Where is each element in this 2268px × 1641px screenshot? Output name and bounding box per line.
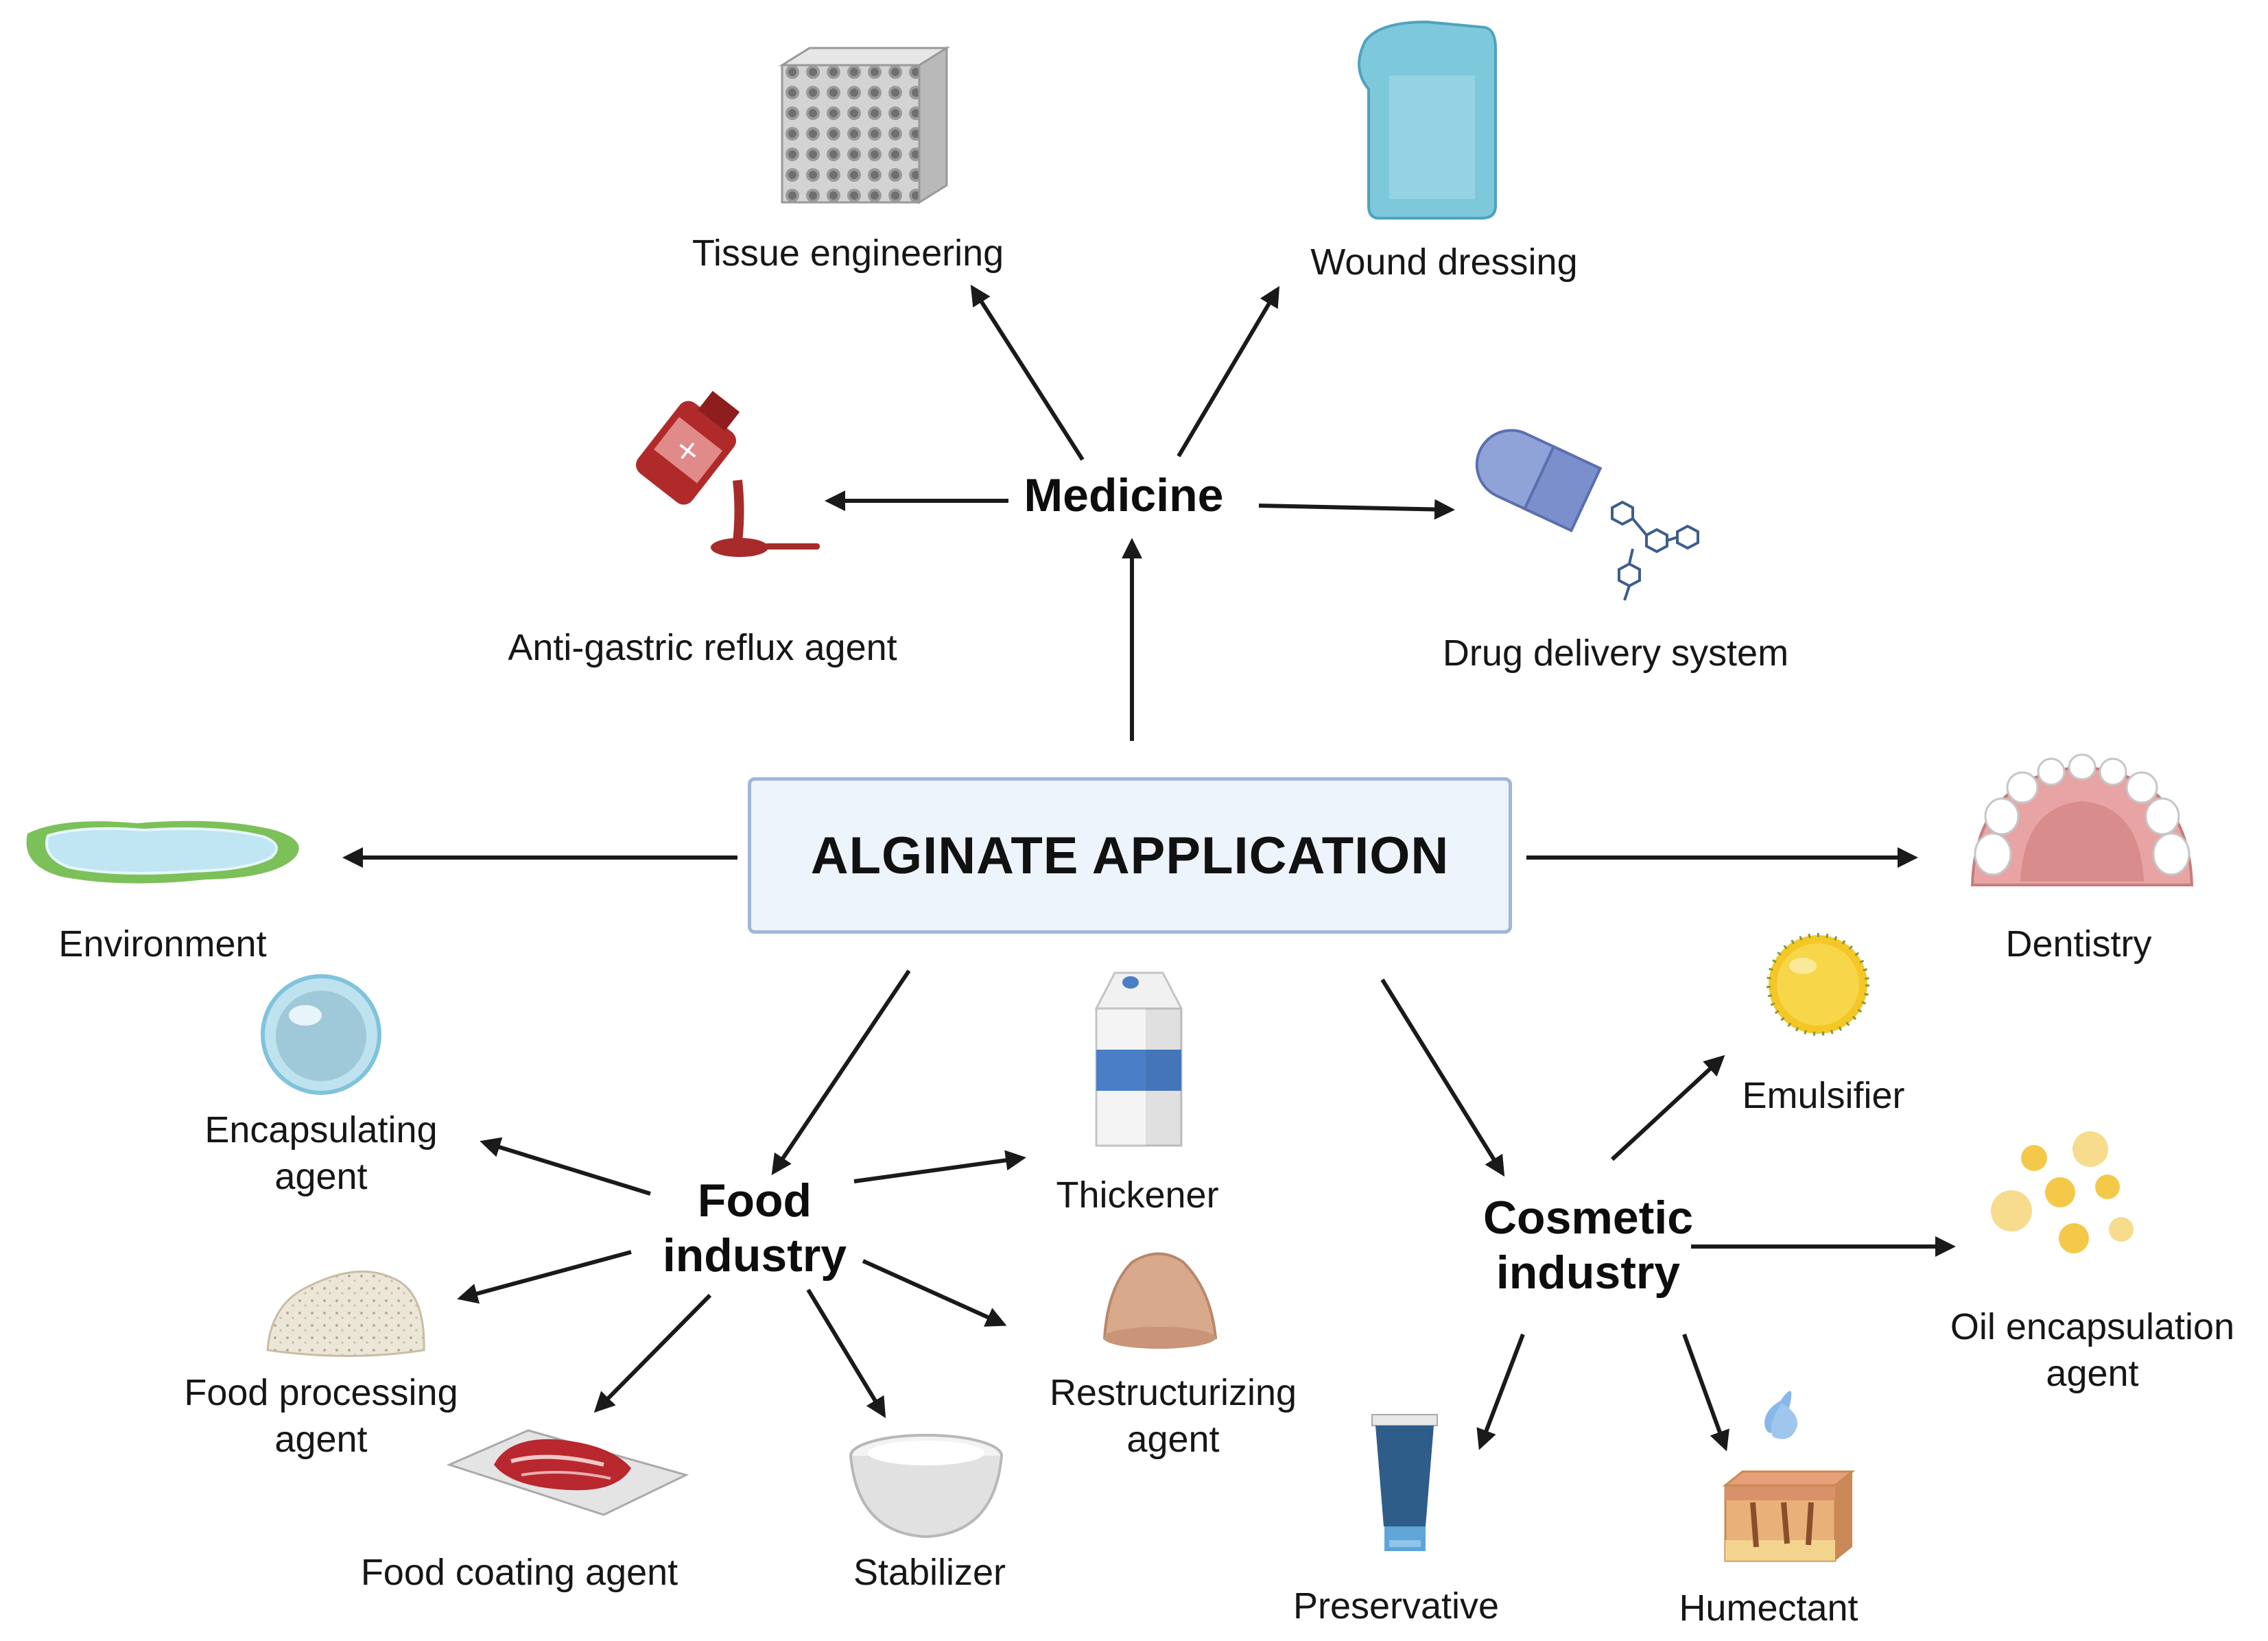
hub-food-line1: Food xyxy=(697,1174,812,1227)
water-pond-icon xyxy=(26,820,299,884)
arrow-cosmetic-to-humectant xyxy=(1682,1333,1729,1452)
label-preservative: Preservative xyxy=(1292,1585,1500,1627)
label-food-coating: Food coating agent xyxy=(360,1552,678,1593)
hub-cosmetic-industry: Cosmetic industry xyxy=(1483,1190,1693,1300)
meat-tray-icon xyxy=(446,1429,689,1516)
arrow-food-to-processing xyxy=(457,1250,632,1304)
arrow-medicine-to-tissue xyxy=(970,284,1085,461)
bowl-icon xyxy=(849,1434,1003,1539)
emulsion-droplet-icon xyxy=(1767,933,1869,1036)
powder-pile-icon xyxy=(266,1271,425,1357)
label-wound-dressing: Wound dressing xyxy=(1310,241,1578,283)
skin-droplet-icon xyxy=(1722,1391,1856,1562)
arrow-food-to-coating xyxy=(593,1293,712,1413)
label-drug-delivery: Drug delivery system xyxy=(1442,633,1789,674)
hub-cosmetic-line1: Cosmetic xyxy=(1483,1192,1694,1244)
arrow-center-to-cosmetic xyxy=(1380,978,1505,1177)
oil-droplets-icon xyxy=(1991,1131,2134,1253)
bubble-sphere-icon xyxy=(261,974,381,1095)
arrow-cosmetic-to-preservative xyxy=(1476,1333,1525,1450)
hub-food-industry: Food industry xyxy=(663,1173,847,1283)
label-dentistry: Dentistry xyxy=(2005,923,2152,965)
arrow-cosmetic-to-emulsifier xyxy=(1610,1054,1725,1161)
label-tissue-engineering: Tissue engineering xyxy=(692,233,1004,274)
arrow-food-to-encapsulating xyxy=(480,1137,651,1196)
arrow-medicine-to-wound xyxy=(1177,285,1280,458)
label-oil-line1: Oil encapsulation xyxy=(1950,1306,2235,1347)
gel-dome-icon xyxy=(1102,1252,1218,1349)
label-food-processing-agent: Food processing agent xyxy=(184,1369,458,1463)
hub-medicine: Medicine xyxy=(1024,469,1224,521)
label-emulsifier: Emulsifier xyxy=(1742,1075,1905,1116)
milk-carton-icon xyxy=(1094,971,1183,1147)
center-title-box: ALGINATE APPLICATION xyxy=(748,777,1512,934)
label-encapsulating-line2: agent xyxy=(274,1156,368,1197)
center-title: ALGINATE APPLICATION xyxy=(810,826,1450,885)
label-processing-line1: Food processing xyxy=(184,1372,458,1413)
label-humectant: Humectant xyxy=(1679,1587,1858,1629)
label-encapsulating-agent: Encapsulating agent xyxy=(204,1107,437,1200)
label-environment: Environment xyxy=(58,923,267,965)
arrow-food-to-restructurizing xyxy=(862,1259,1007,1327)
label-anti-gastric-reflux: Anti-gastric reflux agent xyxy=(508,627,897,668)
label-oil-encapsulation-agent: Oil encapsulation agent xyxy=(1950,1303,2234,1397)
cream-tube-icon xyxy=(1371,1414,1438,1551)
label-restructurizing-line1: Restructurizing xyxy=(1049,1372,1297,1413)
label-encapsulating-line1: Encapsulating xyxy=(204,1109,438,1150)
arrow-food-to-thickener xyxy=(853,1150,1026,1183)
arrow-food-to-stabilizer xyxy=(806,1288,886,1419)
label-thickener: Thickener xyxy=(1056,1174,1219,1216)
label-oil-line2: agent xyxy=(2046,1353,2139,1394)
gel-pad-icon xyxy=(1358,20,1497,220)
label-processing-line2: agent xyxy=(274,1419,368,1460)
label-restructurizing-line2: agent xyxy=(1126,1419,1220,1460)
porous-scaffold-cube-icon xyxy=(778,46,951,204)
label-restructurizing-agent: Restructurizing agent xyxy=(1050,1369,1297,1463)
hub-food-line2: industry xyxy=(662,1229,847,1282)
syrup-bottle-spoon-icon: + xyxy=(636,390,820,557)
capsule-molecules-icon xyxy=(1475,429,1699,601)
teeth-palate-icon xyxy=(1970,753,2194,886)
arrow-medicine-to-drug xyxy=(1258,499,1455,520)
hub-cosmetic-line2: industry xyxy=(1496,1247,1681,1299)
label-stabilizer: Stabilizer xyxy=(853,1552,1006,1593)
arrow-center-to-food xyxy=(771,969,911,1175)
